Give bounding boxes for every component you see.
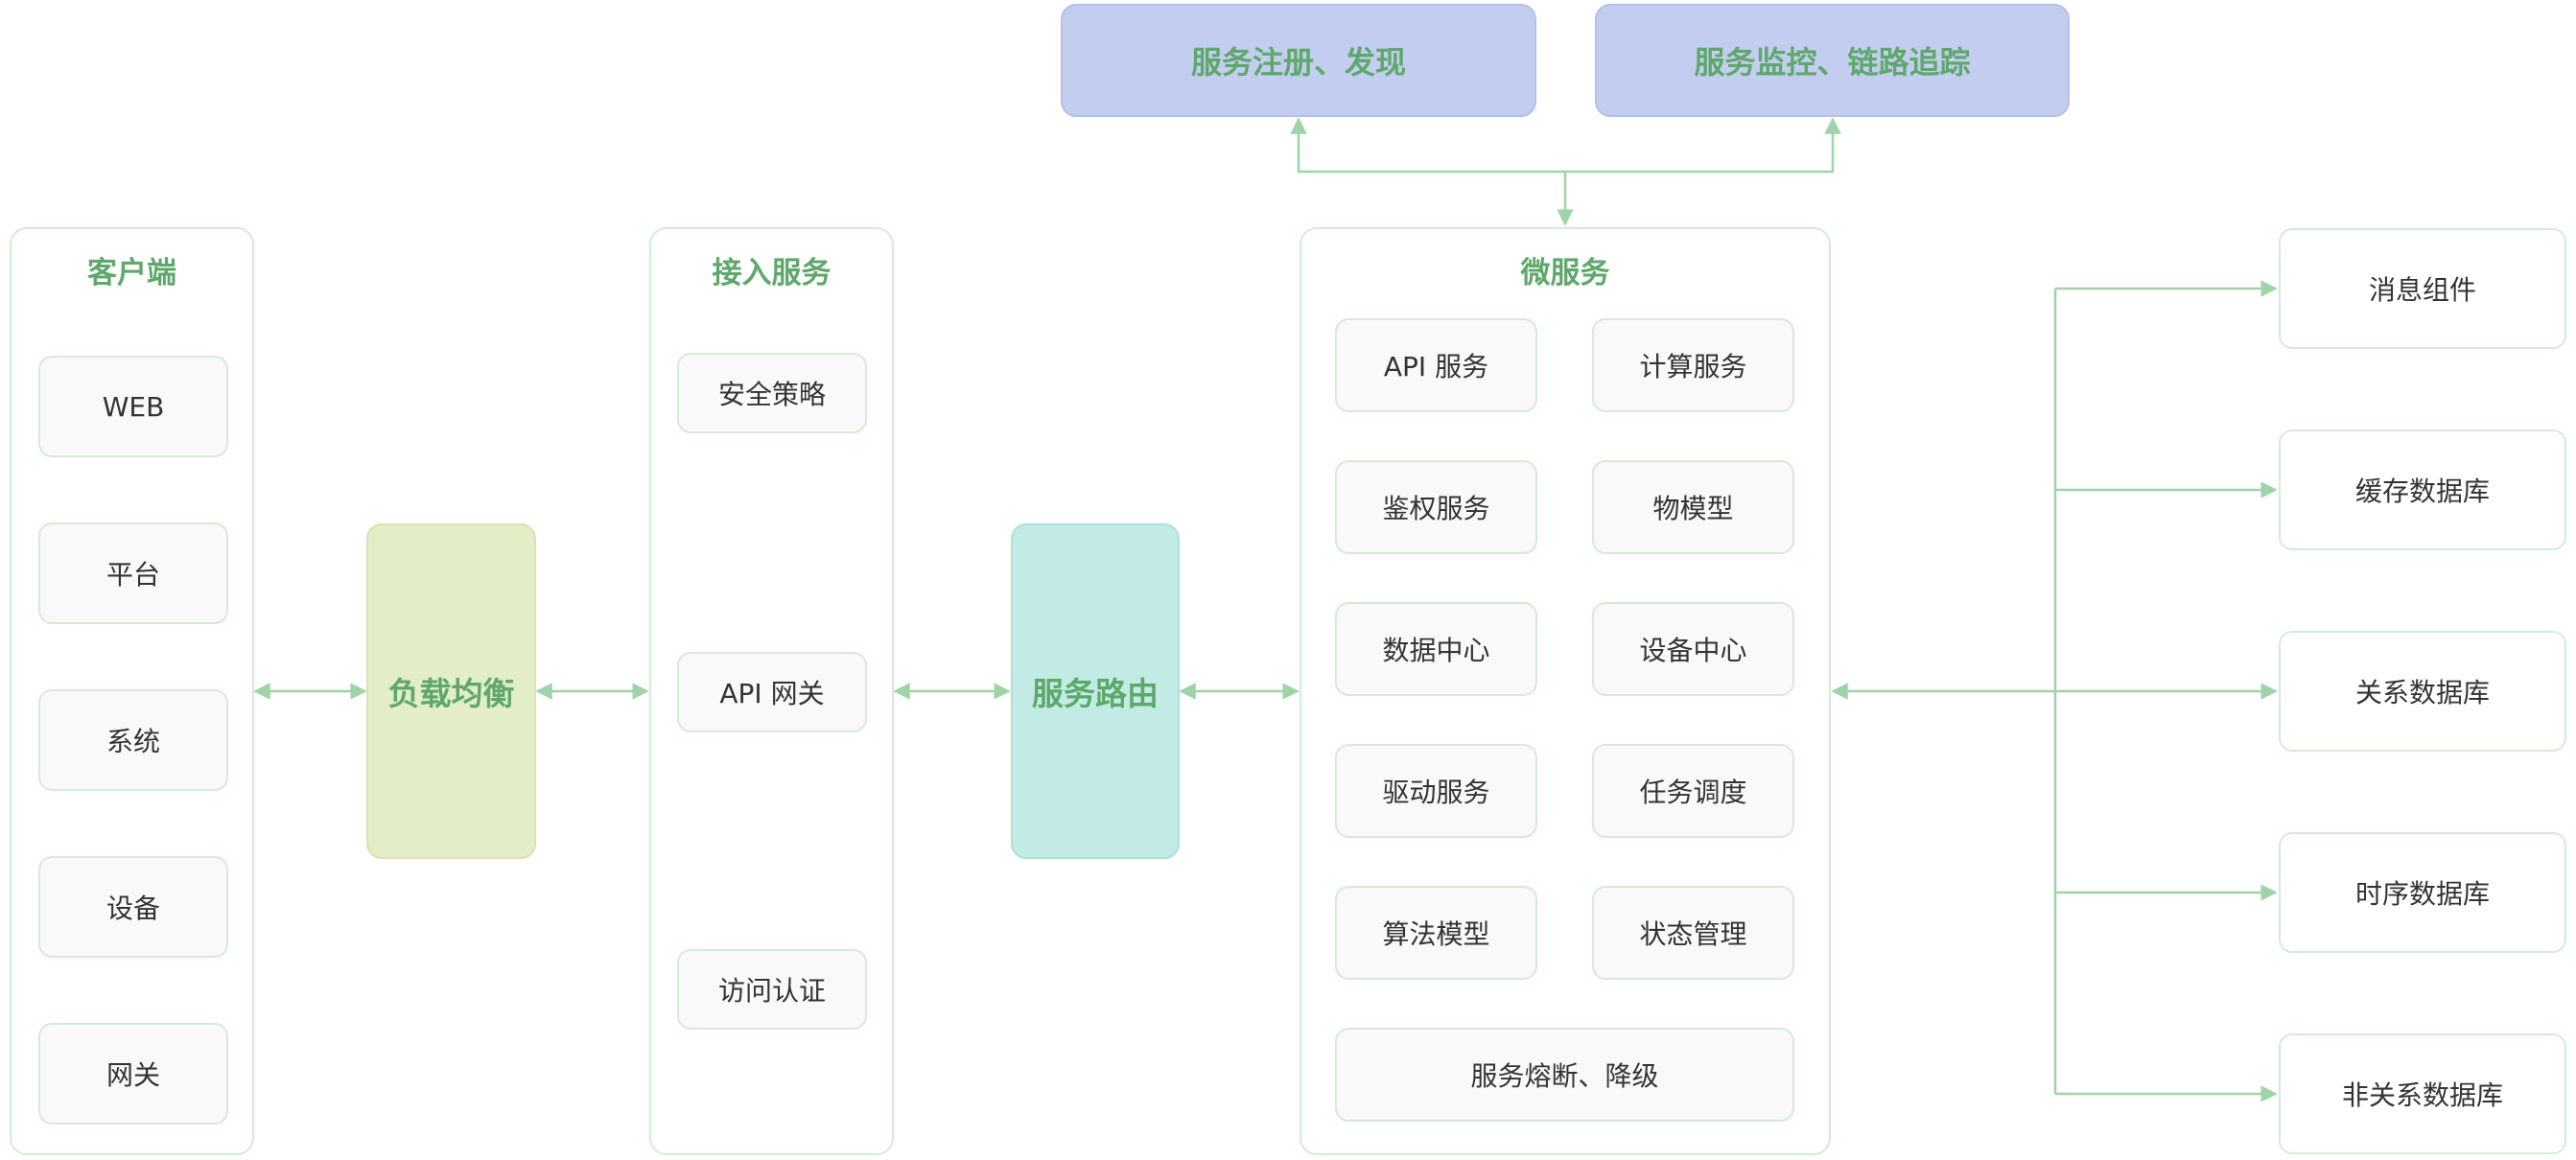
micro-item-label: 任务调度 — [1639, 777, 1747, 808]
access-title: 接入服务 — [712, 256, 831, 290]
client-title: 客户端 — [87, 256, 176, 290]
micro-item-label: 算法模型 — [1382, 918, 1490, 950]
microservice-panel: 微服务 API 服务 计算服务 鉴权服务 物模型 数据中心 设备中心 驱动服务 … — [1300, 227, 1831, 1155]
load-balance-label: 负载均衡 — [387, 675, 515, 712]
storage-item-timeseries-db: 时序数据库 — [2279, 832, 2566, 953]
micro-item-driver-service: 驱动服务 — [1335, 744, 1537, 838]
micro-item-state-management: 状态管理 — [1592, 886, 1794, 980]
client-item-platform: 平台 — [38, 522, 228, 624]
service-monitor-label: 服务监控、链路追踪 — [1694, 44, 1971, 81]
storage-item-label: 非关系数据库 — [2341, 1079, 2503, 1111]
client-item-label: 系统 — [105, 726, 160, 757]
client-item-label: 平台 — [105, 559, 160, 591]
service-router-label: 服务路由 — [1032, 675, 1159, 712]
access-item-label: 访问认证 — [717, 975, 826, 1007]
service-registry-label: 服务注册、发现 — [1190, 44, 1406, 81]
client-item-system: 系统 — [38, 689, 228, 791]
client-item-label: 设备 — [105, 893, 160, 924]
client-item-label: 网关 — [105, 1059, 160, 1091]
service-router-box: 服务路由 — [1011, 523, 1180, 859]
micro-item-auth-service: 鉴权服务 — [1335, 460, 1537, 554]
microservice-title: 微服务 — [1520, 256, 1610, 290]
access-panel: 接入服务 安全策略 API 网关 访问认证 — [649, 227, 894, 1155]
client-item-label: WEB — [102, 390, 165, 423]
micro-item-label: 驱动服务 — [1382, 777, 1490, 808]
micro-item-thing-model: 物模型 — [1592, 460, 1794, 554]
micro-item-label: 鉴权服务 — [1382, 493, 1490, 524]
micro-item-data-center: 数据中心 — [1335, 602, 1537, 696]
micro-item-api-service: API 服务 — [1335, 318, 1537, 412]
storage-item-label: 时序数据库 — [2354, 878, 2490, 910]
micro-item-label: 数据中心 — [1382, 635, 1490, 666]
access-item-api-gateway: API 网关 — [677, 652, 867, 732]
storage-item-relational-db: 关系数据库 — [2279, 631, 2566, 752]
arrow-micro-top-bracket — [1290, 117, 1841, 174]
access-item-label: 安全策略 — [717, 379, 826, 410]
storage-item-label: 消息组件 — [2368, 274, 2476, 306]
load-balance-box: 负载均衡 — [366, 523, 536, 859]
storage-item-nonrelational-db: 非关系数据库 — [2279, 1033, 2566, 1154]
access-item-access-auth: 访问认证 — [677, 949, 867, 1030]
micro-item-label: API 服务 — [1383, 351, 1489, 383]
micro-item-compute-service: 计算服务 — [1592, 318, 1794, 412]
access-item-label: API 网关 — [719, 678, 825, 709]
micro-item-label: 计算服务 — [1639, 351, 1747, 383]
micro-item-circuit-breaker: 服务熔断、降级 — [1335, 1028, 1794, 1122]
storage-item-cache-db: 缓存数据库 — [2279, 429, 2566, 550]
service-monitor-box: 服务监控、链路追踪 — [1595, 4, 2070, 117]
client-item-gateway: 网关 — [38, 1023, 228, 1125]
storage-item-label: 缓存数据库 — [2354, 476, 2490, 507]
access-item-security-policy: 安全策略 — [677, 353, 867, 433]
storage-item-label: 关系数据库 — [2354, 677, 2490, 708]
micro-item-label: 状态管理 — [1639, 918, 1747, 950]
micro-item-label: 服务熔断、降级 — [1470, 1060, 1659, 1092]
service-registry-box: 服务注册、发现 — [1061, 4, 1536, 117]
storage-item-message: 消息组件 — [2279, 228, 2566, 349]
micro-item-device-center: 设备中心 — [1592, 602, 1794, 696]
client-item-web: WEB — [38, 356, 228, 457]
micro-item-label: 物模型 — [1652, 493, 1734, 524]
micro-item-task-scheduling: 任务调度 — [1592, 744, 1794, 838]
client-item-device: 设备 — [38, 856, 228, 958]
client-panel: 客户端 WEB 平台 系统 设备 网关 — [10, 227, 254, 1155]
micro-item-label: 设备中心 — [1639, 635, 1747, 666]
micro-item-algorithm-model: 算法模型 — [1335, 886, 1537, 980]
